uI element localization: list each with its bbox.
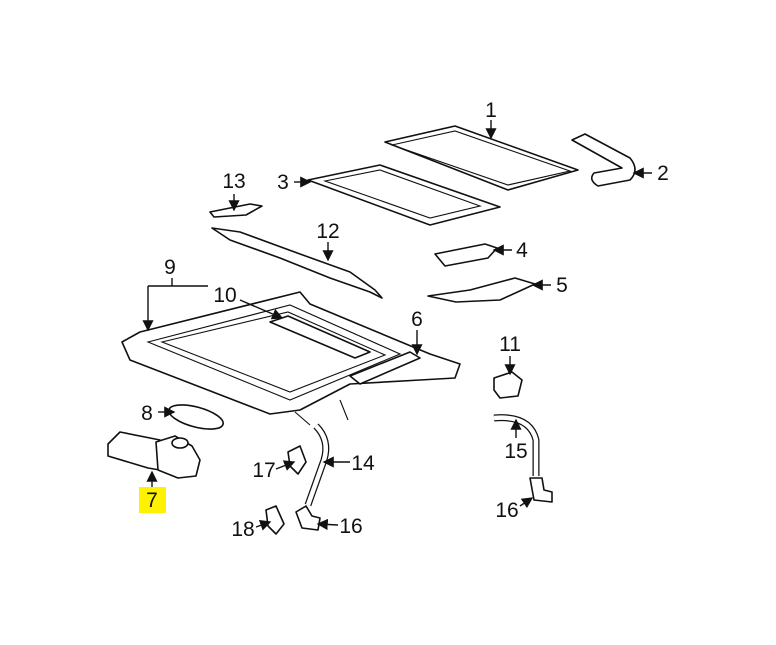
- callout-3[interactable]: 3: [277, 171, 289, 194]
- part-15-drain-hose[interactable]: [493, 415, 539, 476]
- callout-16-left[interactable]: 16: [339, 515, 362, 538]
- callout-2[interactable]: 2: [657, 162, 669, 185]
- callout-5[interactable]: 5: [556, 274, 568, 297]
- callout-14[interactable]: 14: [351, 452, 375, 475]
- part-13-bracket[interactable]: [209, 203, 263, 218]
- callout-17[interactable]: 17: [252, 459, 275, 482]
- part-8-gear-cover[interactable]: [166, 400, 225, 434]
- part-18-clip[interactable]: [265, 505, 285, 535]
- part-2-weatherstrip[interactable]: [571, 133, 636, 187]
- part-4-deflector[interactable]: [434, 243, 498, 267]
- part-17-clip[interactable]: [287, 445, 307, 475]
- callout-16-right[interactable]: 16: [495, 499, 518, 522]
- part-9-sunroof-frame[interactable]: [121, 291, 461, 426]
- part-7-motor[interactable]: [107, 431, 201, 479]
- callout-11[interactable]: 11: [499, 333, 521, 356]
- part-11-clip[interactable]: [493, 371, 523, 399]
- leader-lines: [142, 120, 652, 531]
- part-16-elbow-left[interactable]: [295, 505, 321, 531]
- highlight-box-7: [139, 487, 166, 513]
- callout-10[interactable]: 10: [213, 284, 236, 307]
- callout-labels: 1 2 3 4 5 6 7 8 9 10 11 12 13 14 15 16 1…: [141, 99, 669, 541]
- part-14-drain-hose[interactable]: [305, 424, 328, 506]
- callout-9[interactable]: 9: [164, 256, 176, 279]
- callout-7[interactable]: 7: [146, 489, 158, 512]
- part-5-drain-tray[interactable]: [427, 277, 536, 303]
- callout-18[interactable]: 18: [231, 518, 254, 541]
- callout-13[interactable]: 13: [222, 170, 245, 193]
- callout-15[interactable]: 15: [504, 440, 527, 463]
- callout-12[interactable]: 12: [316, 220, 339, 243]
- callout-4[interactable]: 4: [516, 239, 528, 262]
- part-12-header-trim[interactable]: [211, 227, 383, 299]
- part-16-elbow-right[interactable]: [529, 477, 553, 503]
- part-1-glass-panel[interactable]: [384, 125, 579, 191]
- callout-1[interactable]: 1: [485, 99, 497, 122]
- callout-8[interactable]: 8: [141, 402, 153, 425]
- callout-6[interactable]: 6: [411, 308, 423, 331]
- part-3-sunshade[interactable]: [307, 164, 501, 226]
- part-6-guide-rail: [349, 351, 421, 385]
